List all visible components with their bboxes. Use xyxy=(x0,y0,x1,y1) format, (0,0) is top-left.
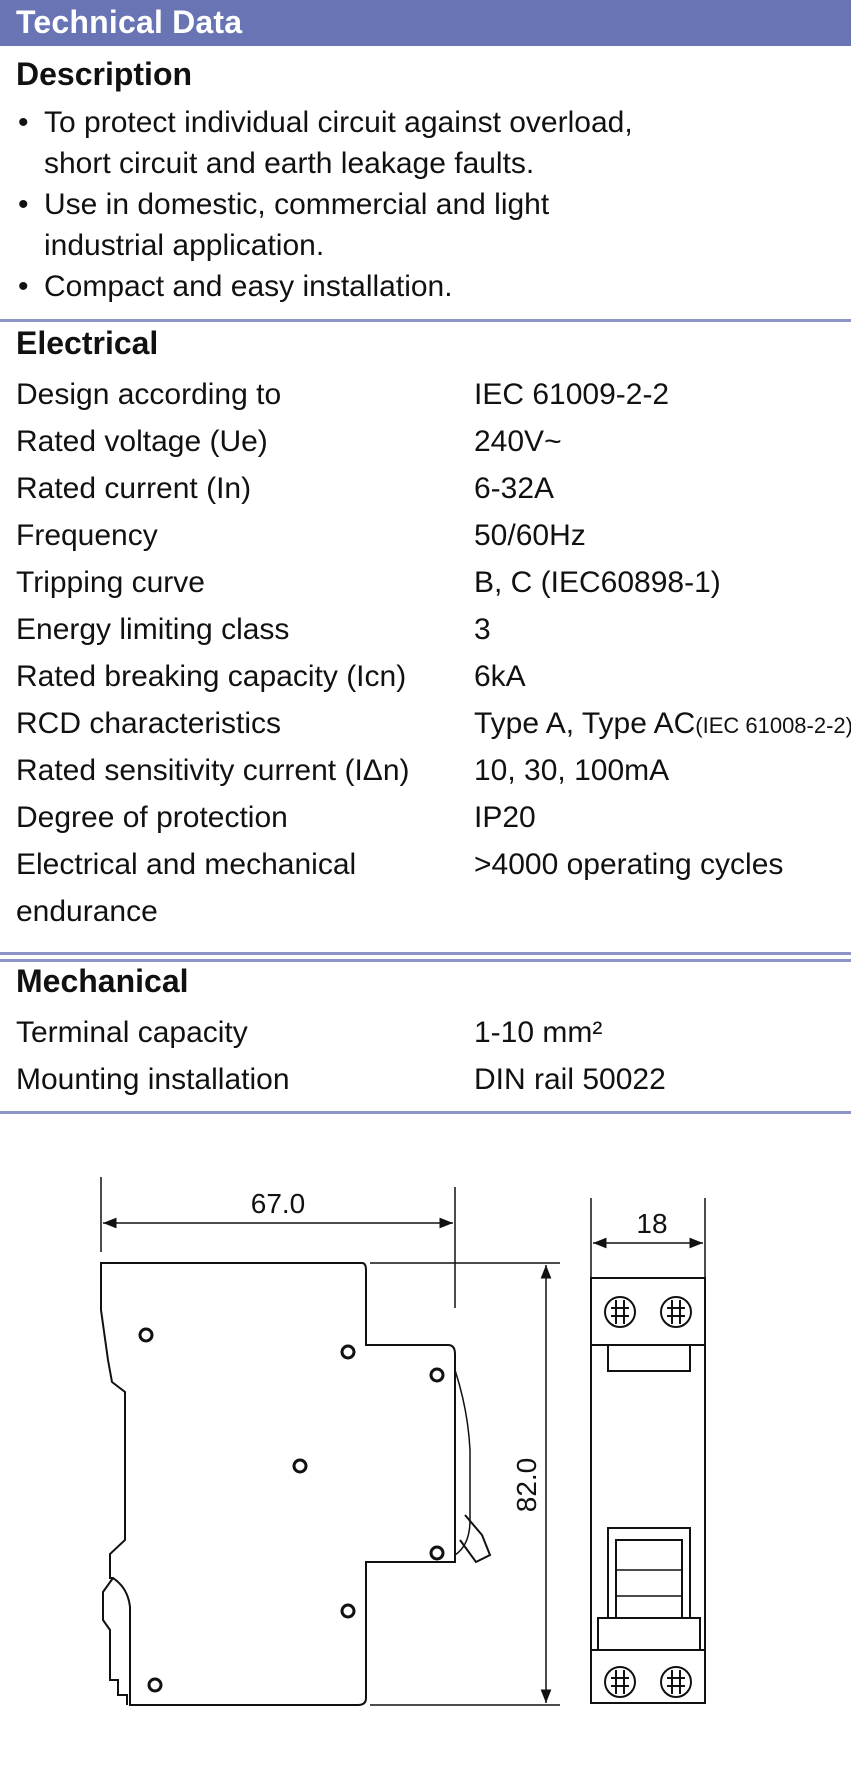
spec-row: Electrical and mechanical >4000 operatin… xyxy=(16,841,851,888)
side-profile xyxy=(100,1262,492,1706)
spec-value-text: Type A, Type AC xyxy=(474,707,696,740)
spec-label: Rated breaking capacity (Icn) xyxy=(16,660,407,693)
height-dimension: 82.0 xyxy=(370,1262,560,1706)
spec-row: RCD characteristics Type A, Type AC(IEC … xyxy=(16,700,851,747)
spec-value: 1-10 mm² xyxy=(474,1016,603,1049)
spec-row: Rated sensitivity current (IΔn) 10, 30, … xyxy=(16,747,851,794)
spec-value: DIN rail 50022 xyxy=(474,1063,666,1096)
spec-value: 50/60Hz xyxy=(474,519,586,552)
spec-label: Electrical and mechanical xyxy=(16,848,357,881)
section-divider xyxy=(0,1111,851,1114)
terminal-screw-icon xyxy=(660,1666,692,1698)
electrical-heading: Electrical xyxy=(16,325,159,361)
spec-label: Energy limiting class xyxy=(16,613,290,646)
spec-value: 240V~ xyxy=(474,425,562,458)
spec-label: RCD characteristics xyxy=(16,707,282,740)
spec-row: Tripping curve B, C (IEC60898-1) xyxy=(16,559,851,606)
spec-label: Rated current (In) xyxy=(16,472,252,505)
height-dimension-label: 82.0 xyxy=(511,1458,542,1513)
front-width-dimension-label: 18 xyxy=(636,1208,667,1239)
spec-label: Rated sensitivity current (IΔn) xyxy=(16,754,410,787)
spec-value: >4000 operating cycles xyxy=(474,848,784,881)
spec-value: 6kA xyxy=(474,660,526,693)
description-list: To protect individual circuit against ov… xyxy=(16,102,836,307)
spec-row: Frequency 50/60Hz xyxy=(16,512,851,559)
width-dimension: 67.0 xyxy=(100,1177,456,1308)
terminal-screw-icon xyxy=(604,1666,636,1698)
spec-value: IP20 xyxy=(474,801,536,834)
header-bar: Technical Data xyxy=(0,0,851,46)
terminal-screw-icon xyxy=(604,1296,636,1328)
front-width-dimension: 18 xyxy=(590,1198,706,1277)
width-dimension-label: 67.0 xyxy=(251,1188,306,1219)
spec-label: Terminal capacity xyxy=(16,1016,248,1049)
spec-value: B, C (IEC60898-1) xyxy=(474,566,721,599)
spec-row: Rated current (In) 6-32A xyxy=(16,465,851,512)
spec-row: Terminal capacity 1-10 mm² xyxy=(16,1009,851,1056)
page-title: Technical Data xyxy=(16,4,243,40)
spec-row: endurance xyxy=(16,888,851,935)
spec-label: Degree of protection xyxy=(16,801,288,834)
spec-label: Design according to xyxy=(16,378,282,411)
section-divider xyxy=(0,959,851,962)
description-item: Use in domestic, commercial and light in… xyxy=(16,184,654,266)
spec-value: 6-32A xyxy=(474,472,555,505)
spec-label: Frequency xyxy=(16,519,158,552)
spec-row: Design according to IEC 61009-2-2 xyxy=(16,371,851,418)
section-divider xyxy=(0,952,851,955)
description-item: Compact and easy installation. xyxy=(16,266,836,307)
spec-row: Energy limiting class 3 xyxy=(16,606,851,653)
spec-label: Mounting installation xyxy=(16,1063,290,1096)
dimension-drawing-svg: 67.0 82.0 18 xyxy=(100,1177,706,1706)
spec-value: 10, 30, 100mA xyxy=(474,754,670,787)
spec-label: Tripping curve xyxy=(16,566,205,599)
spec-value: Type A, Type AC(IEC 61008-2-2) xyxy=(474,700,851,749)
dimension-drawing: 67.0 82.0 18 xyxy=(0,1160,851,1765)
description-heading: Description xyxy=(16,56,193,92)
spec-row: Rated breaking capacity (Icn) 6kA xyxy=(16,653,851,700)
description-item: To protect individual circuit against ov… xyxy=(16,102,634,184)
spec-row: Rated voltage (Ue) 240V~ xyxy=(16,418,851,465)
spec-label-continued: endurance xyxy=(16,895,158,928)
front-view xyxy=(590,1277,706,1704)
spec-value: IEC 61009-2-2 xyxy=(474,378,670,411)
spec-row: Mounting installation DIN rail 50022 xyxy=(16,1056,851,1103)
spec-standard-note: (IEC 61008-2-2) xyxy=(695,713,851,738)
section-divider xyxy=(0,319,851,322)
spec-label: Rated voltage (Ue) xyxy=(16,425,268,458)
terminal-screw-icon xyxy=(660,1296,692,1328)
spec-value: 3 xyxy=(474,613,491,646)
mechanical-heading: Mechanical xyxy=(16,963,189,999)
spec-row: Degree of protection IP20 xyxy=(16,794,851,841)
